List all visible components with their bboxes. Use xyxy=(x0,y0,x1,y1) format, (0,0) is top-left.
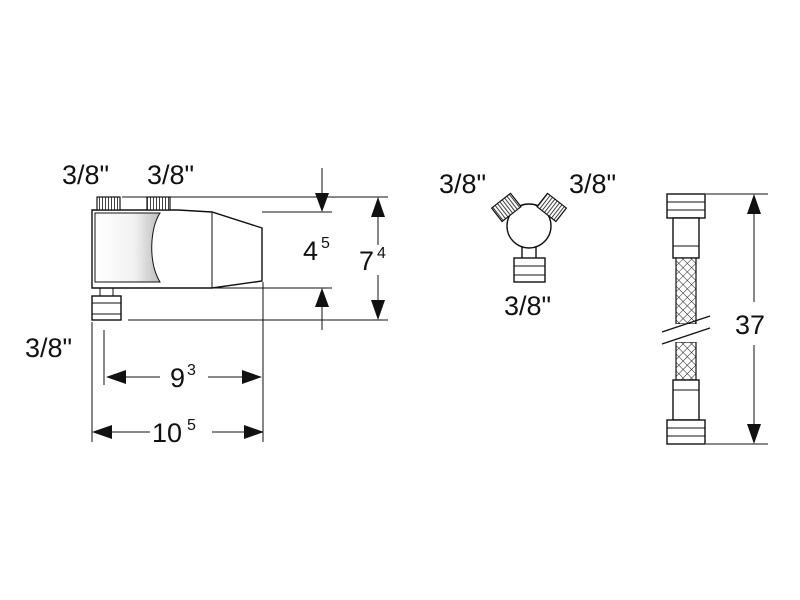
outlet-nut xyxy=(91,295,122,321)
break-line-lower xyxy=(661,327,711,345)
hose-braid-upper xyxy=(675,257,697,325)
width-inner-sup: 3 xyxy=(187,362,196,379)
hose-braid-lower xyxy=(675,341,697,381)
label-thread-top-left: 3/8" xyxy=(62,160,109,190)
width-inner-value: 9 xyxy=(170,363,185,393)
label-thread-top-right: 3/8" xyxy=(147,160,194,190)
height-outer-sup: 4 xyxy=(377,245,386,262)
dimension-width-outer: 10 5 xyxy=(92,417,264,448)
label-y-bottom: 3/8" xyxy=(504,291,551,321)
valve-shading xyxy=(94,212,161,283)
y-outlet-nut xyxy=(513,257,546,283)
hose-sleeve-top xyxy=(672,217,700,259)
hose-sleeve-bottom xyxy=(672,379,700,421)
width-outer-sup: 5 xyxy=(187,417,196,434)
y-piece-view xyxy=(490,192,568,283)
height-inner-value: 4 xyxy=(303,236,318,266)
dimension-width-inner: 9 3 xyxy=(106,362,262,393)
hose-length-value: 37 xyxy=(735,310,765,340)
break-line-upper xyxy=(661,315,711,333)
inlet-thread-left xyxy=(96,196,121,211)
label-y-left: 3/8" xyxy=(439,169,486,199)
flex-hose-view xyxy=(660,193,711,445)
extension-lines xyxy=(91,196,388,442)
dimension-height-outer: 7 4 xyxy=(359,197,386,320)
dimension-height-inner: 4 5 xyxy=(303,168,330,330)
y-thread-left xyxy=(490,192,522,223)
height-inner-sup: 5 xyxy=(321,235,330,252)
hose-nut-bottom xyxy=(666,419,706,445)
label-thread-bottom: 3/8" xyxy=(25,333,72,363)
dimension-hose-length: 37 xyxy=(706,193,768,445)
hose-nut-top xyxy=(666,193,706,219)
height-outer-value: 7 xyxy=(359,246,374,276)
inlet-thread-right xyxy=(146,196,171,211)
y-thread-right xyxy=(536,192,568,223)
mixing-valve-side-view xyxy=(91,196,263,321)
y-piece-body xyxy=(506,203,552,249)
label-y-right: 3/8" xyxy=(569,169,616,199)
width-outer-value: 10 xyxy=(152,418,182,448)
